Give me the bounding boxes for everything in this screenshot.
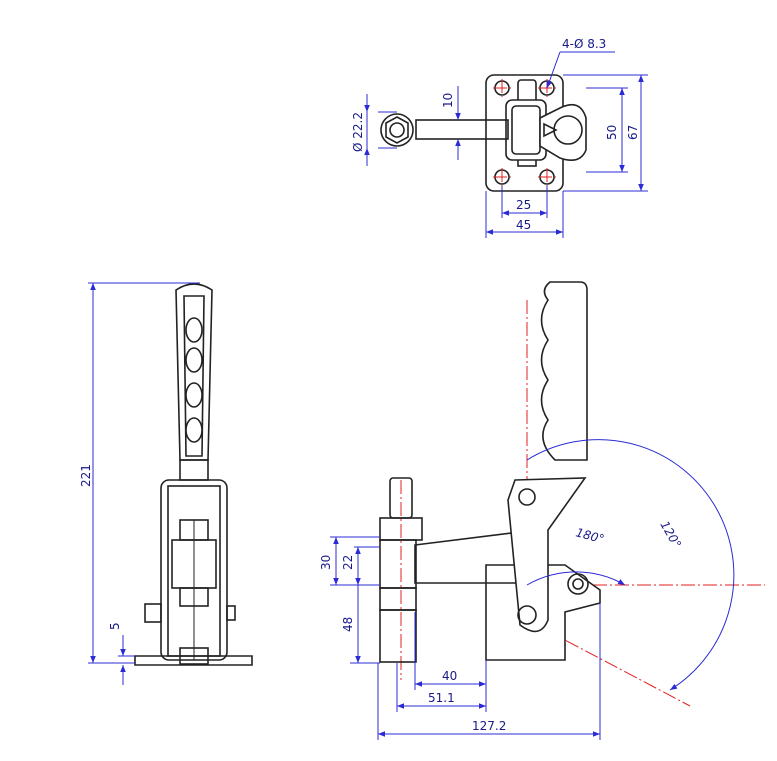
dim-40: 40 xyxy=(442,669,457,683)
side-base xyxy=(134,655,253,666)
dim-25: 25 xyxy=(516,198,531,212)
side-handle-grip xyxy=(175,283,213,461)
side-bolt xyxy=(144,603,162,623)
dim-221: 221 xyxy=(79,464,93,487)
top-view: 4-Ø 8.3 Ø 22.2 10 50 67 25 45 xyxy=(351,37,648,238)
front-linkage xyxy=(507,477,587,633)
dim-127-2: 127.2 xyxy=(472,719,506,733)
mounting-holes xyxy=(493,79,556,186)
dim-45: 45 xyxy=(516,218,531,232)
angle-120: 120° xyxy=(657,519,684,551)
side-dimensions xyxy=(88,282,200,685)
top-dimensions xyxy=(364,51,648,238)
front-view: 30 22 48 40 51.1 127.2 180° 120° xyxy=(319,281,765,740)
dim-30: 30 xyxy=(319,555,333,570)
dim-50: 50 xyxy=(605,125,619,140)
angle-180: 180° xyxy=(574,525,606,546)
front-spindle-body xyxy=(379,539,417,589)
top-arm xyxy=(415,119,509,140)
arc-120 xyxy=(526,439,735,691)
dim-67: 67 xyxy=(626,125,640,140)
dim-22: 22 xyxy=(341,555,355,570)
front-handle xyxy=(540,281,588,461)
dim-10: 10 xyxy=(441,93,455,108)
front-spindle-lower xyxy=(379,609,417,663)
hole-callout: 4-Ø 8.3 xyxy=(562,37,606,51)
dim-51-1: 51.1 xyxy=(428,691,455,705)
dim-5: 5 xyxy=(108,622,122,630)
top-handle-end xyxy=(539,103,587,161)
arc-180 xyxy=(526,571,626,586)
dim-dia-22-2: Ø 22.2 xyxy=(351,112,365,152)
top-spindle xyxy=(380,113,414,147)
front-nut-lower xyxy=(379,587,417,611)
dim-48: 48 xyxy=(341,617,355,632)
front-dimensions xyxy=(330,536,601,740)
side-view: 221 5 xyxy=(79,282,253,685)
